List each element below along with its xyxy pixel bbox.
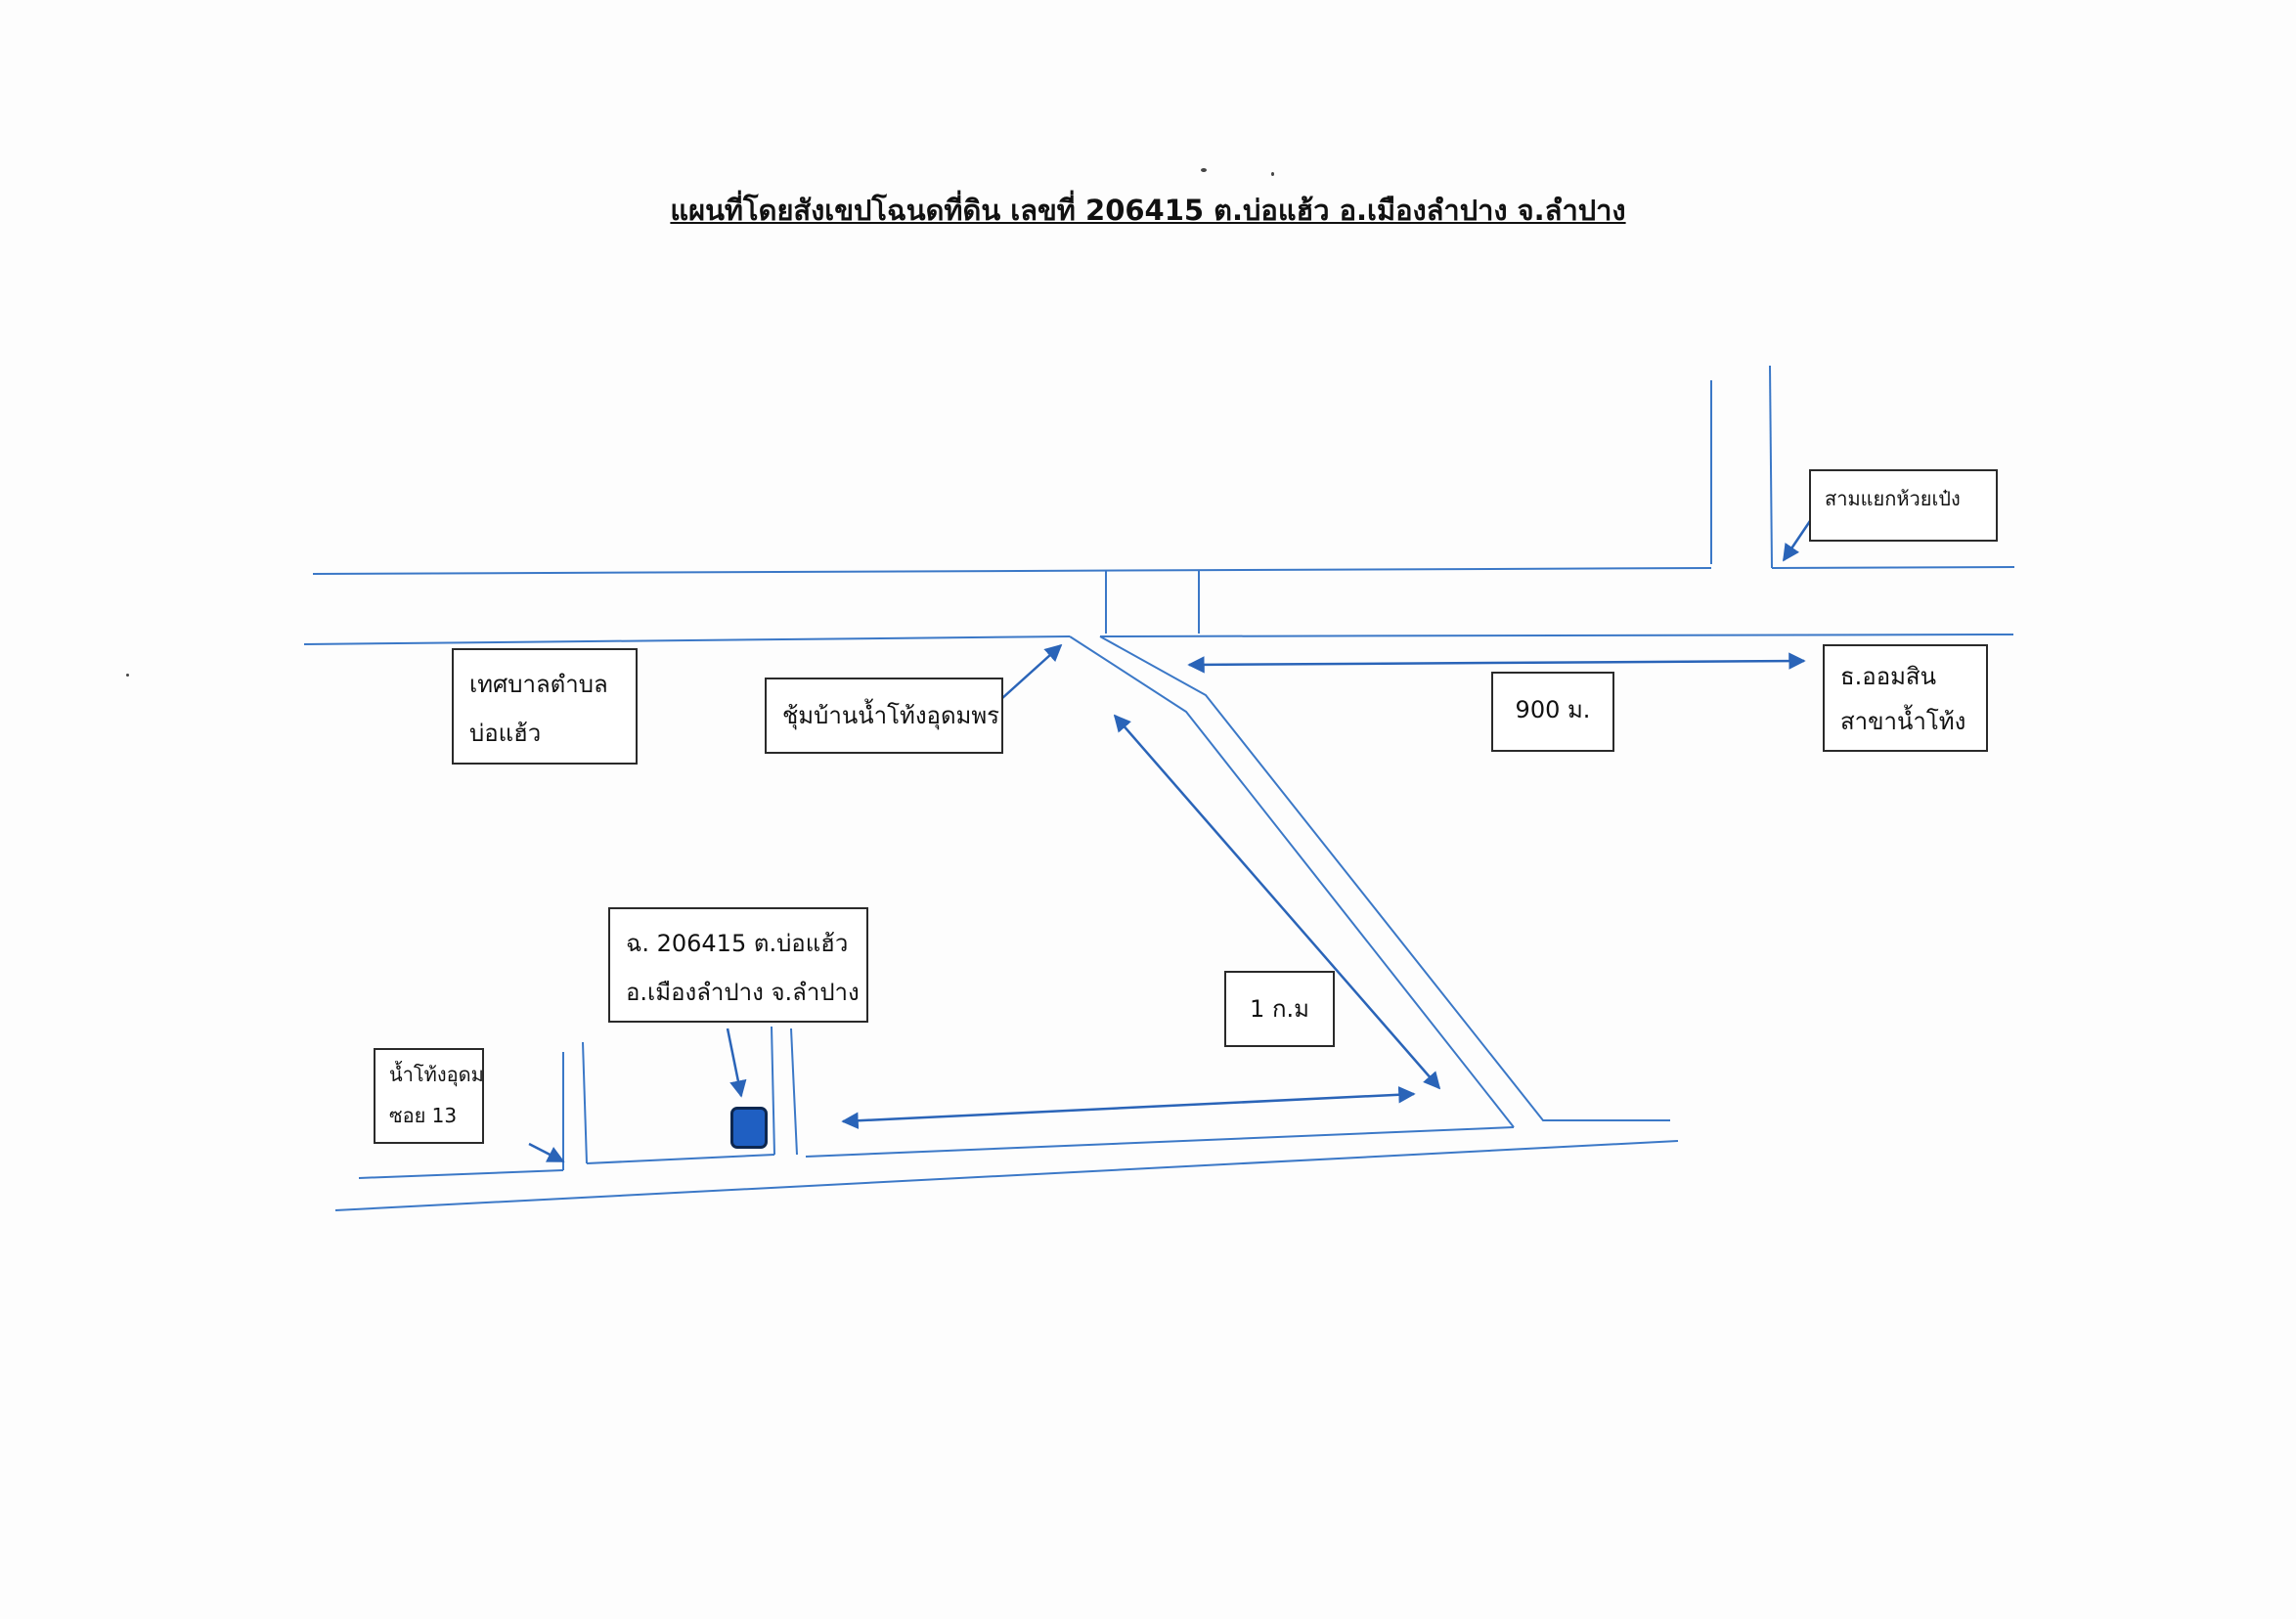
soi-label-line1: น้ำโท้งอุดม bbox=[389, 1063, 484, 1086]
parcel-lane-west-edge bbox=[771, 1026, 775, 1156]
parcel-label-line2: อ.เมืองลำปาง จ.ลำปาง bbox=[626, 979, 860, 1006]
bank-label-line1: ธ.ออมสิน bbox=[1840, 663, 1936, 690]
community-label: ชุ้มบ้านน้ำโท้งอุดมพร bbox=[765, 678, 1003, 754]
soi-label-line2: ซอย 13 bbox=[389, 1104, 458, 1127]
arrow-soi bbox=[528, 1142, 565, 1163]
junction-label-text: สามแยกห้วยเป๋ง bbox=[1825, 487, 1961, 510]
arrow-900m bbox=[1187, 652, 1806, 674]
municipality-label-line2: บ่อแฮ้ว bbox=[469, 720, 542, 747]
arrow-parcel bbox=[726, 1028, 747, 1098]
lower-road-south-edge bbox=[334, 1140, 1679, 1211]
municipality-label: เทศบาลตำบล บ่อแฮ้ว bbox=[452, 648, 638, 765]
municipality-label-line1: เทศบาลตำบล bbox=[469, 671, 608, 698]
distance-900m-text: 900 ม. bbox=[1515, 696, 1591, 723]
lower-road-north-edge-east bbox=[805, 1126, 1515, 1158]
parcel-label-line1: ฉ. 206415 ต.บ่อแฮ้ว bbox=[626, 930, 849, 957]
bank-label: ธ.ออมสิน สาขาน้ำโท้ง bbox=[1823, 644, 1988, 752]
annotation-arrows bbox=[528, 514, 1816, 1163]
lower-road-north-edge-west bbox=[358, 1169, 564, 1179]
arrow-lower-road-distance bbox=[841, 1086, 1416, 1129]
distance-1km-text: 1 ก.ม bbox=[1250, 995, 1309, 1023]
scan-speck bbox=[1201, 168, 1207, 172]
lower-road-north-edge-mid bbox=[586, 1154, 775, 1164]
parcel-label: ฉ. 206415 ต.บ่อแฮ้ว อ.เมืองลำปาง จ.ลำปาง bbox=[608, 907, 868, 1023]
north-side-road bbox=[1710, 365, 1773, 569]
north-road-east-edge bbox=[1769, 365, 1773, 569]
main-road-north-edge-east bbox=[1771, 566, 2015, 569]
parcel-lane-east-edge bbox=[790, 1028, 798, 1156]
community-label-text: ชุ้มบ้านน้ำโท้งอุดมพร bbox=[782, 702, 1000, 729]
main-road-south-edge-east bbox=[1099, 634, 2014, 637]
main-road bbox=[303, 566, 2015, 645]
main-road-north-edge-west bbox=[312, 567, 1712, 575]
arrow-junction bbox=[1782, 514, 1816, 562]
bank-label-line2: สาขาน้ำโท้ง bbox=[1840, 708, 1966, 735]
distance-1km-label: 1 ก.ม bbox=[1224, 971, 1335, 1047]
arrow-1km bbox=[1113, 714, 1441, 1090]
map-title: แผนที่โดยสังเขปโฉนดที่ดิน เลขที่ 206415 … bbox=[670, 194, 1626, 227]
scan-speck bbox=[1271, 172, 1274, 176]
main-road-south-edge-west bbox=[303, 635, 1071, 645]
soi-13-east-edge bbox=[582, 1041, 588, 1164]
distance-900m-label: 900 ม. bbox=[1491, 672, 1614, 752]
arrow-community-to-road bbox=[1000, 643, 1063, 700]
parcel-marker-icon bbox=[730, 1107, 768, 1149]
scan-speck bbox=[126, 674, 129, 677]
junction-label: สามแยกห้วยเป๋ง bbox=[1809, 469, 1998, 542]
lower-road bbox=[334, 1026, 1679, 1211]
diagonal-road-west-edge bbox=[1069, 635, 1515, 1128]
soi-label: น้ำโท้งอุดม ซอย 13 bbox=[374, 1048, 484, 1144]
